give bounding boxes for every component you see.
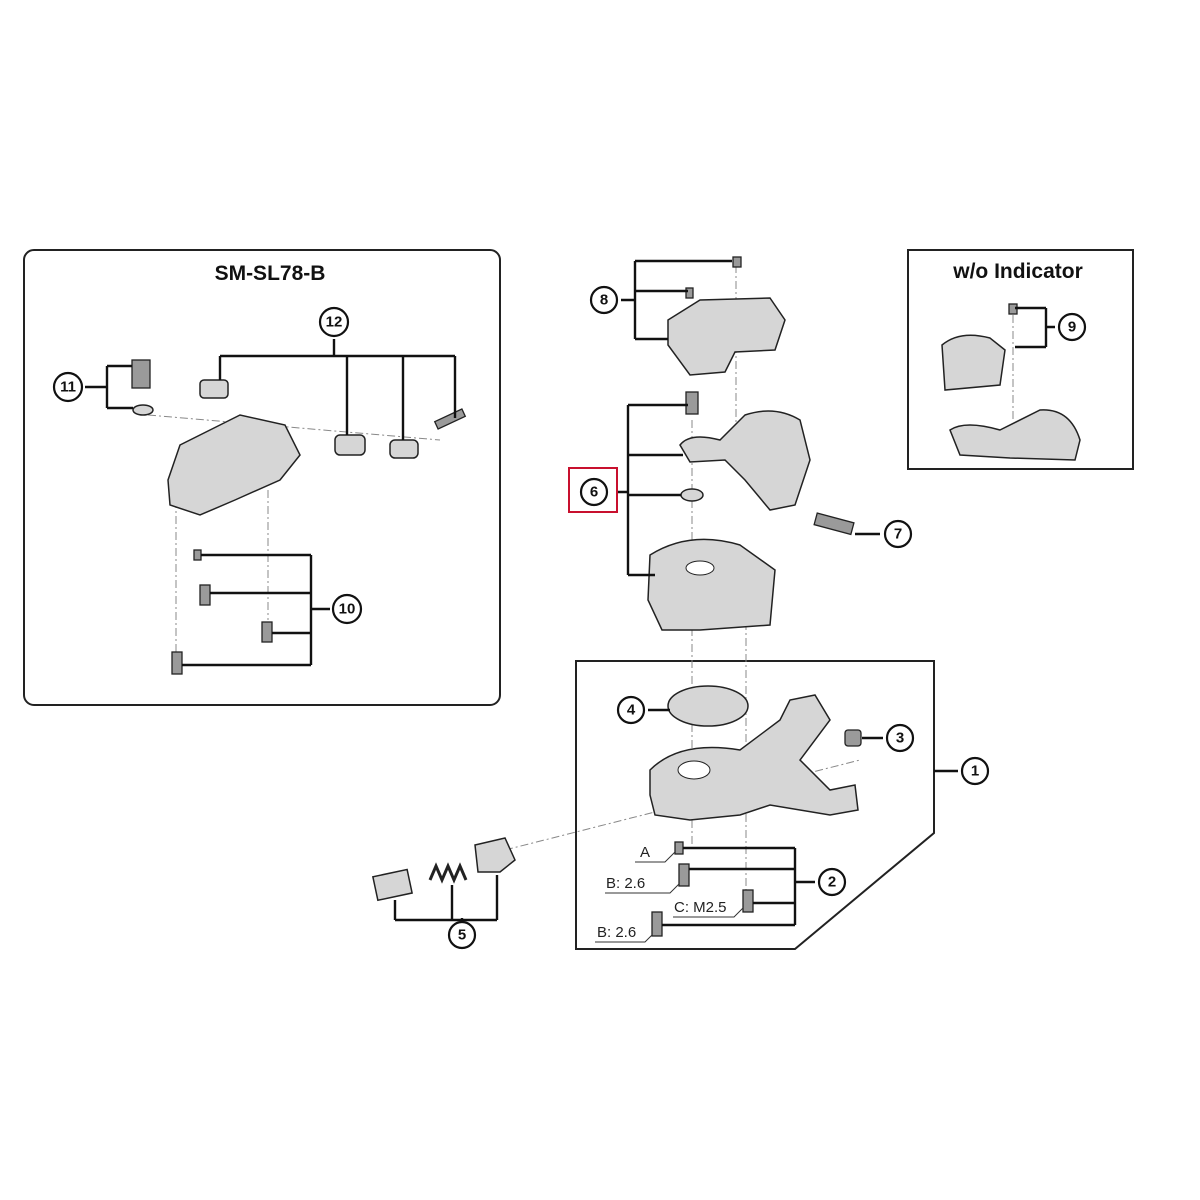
sm-sl78-b-panel — [23, 249, 501, 706]
svg-text:8: 8 — [600, 292, 608, 309]
screw-label-c: C: M2.5 — [674, 899, 727, 916]
callout-6[interactable]: 6 — [579, 477, 609, 507]
svg-text:11: 11 — [60, 379, 76, 396]
parts — [131, 256, 1081, 937]
callout-7[interactable]: 7 — [883, 519, 913, 549]
callout-3[interactable]: 3 — [885, 723, 915, 753]
svg-text:12: 12 — [326, 314, 343, 331]
selected-part-highlight — [568, 467, 618, 513]
svg-text:6: 6 — [590, 484, 598, 501]
svg-text:10: 10 — [339, 601, 356, 618]
callout-11[interactable]: 11 — [52, 371, 84, 403]
callout-5[interactable]: 5 — [447, 920, 477, 950]
without-indicator-title: w/o Indicator — [952, 260, 1083, 283]
screw-label-b2: B: 2.6 — [597, 924, 636, 941]
shifter-unit-outline — [575, 660, 935, 950]
callout-1[interactable]: 1 — [960, 756, 990, 786]
screw-label-b1: B: 2.6 — [606, 875, 645, 892]
svg-text:7: 7 — [894, 526, 902, 543]
leader-lines — [85, 259, 1055, 927]
callout-8[interactable]: 8 — [589, 285, 619, 315]
screw-labels: A B: 2.6 C: M2.5 B: 2.6 — [595, 844, 744, 943]
callout-2[interactable]: 2 — [817, 867, 847, 897]
svg-text:9: 9 — [1068, 319, 1076, 336]
callout-10[interactable]: 10 — [331, 593, 363, 625]
screw-label-a: A — [640, 844, 650, 861]
svg-text:1: 1 — [971, 763, 979, 780]
sm-sl78-b-title: SM-SL78-B — [215, 262, 326, 285]
svg-text:5: 5 — [458, 927, 466, 944]
without-indicator-panel — [907, 249, 1134, 470]
svg-text:2: 2 — [828, 874, 836, 891]
callout-12[interactable]: 12 — [318, 306, 350, 338]
assembly-axis-lines — [147, 265, 1014, 890]
svg-text:3: 3 — [896, 730, 904, 747]
callout-9[interactable]: 9 — [1057, 312, 1087, 342]
svg-text:4: 4 — [627, 702, 636, 719]
callout-4[interactable]: 4 — [616, 695, 646, 725]
